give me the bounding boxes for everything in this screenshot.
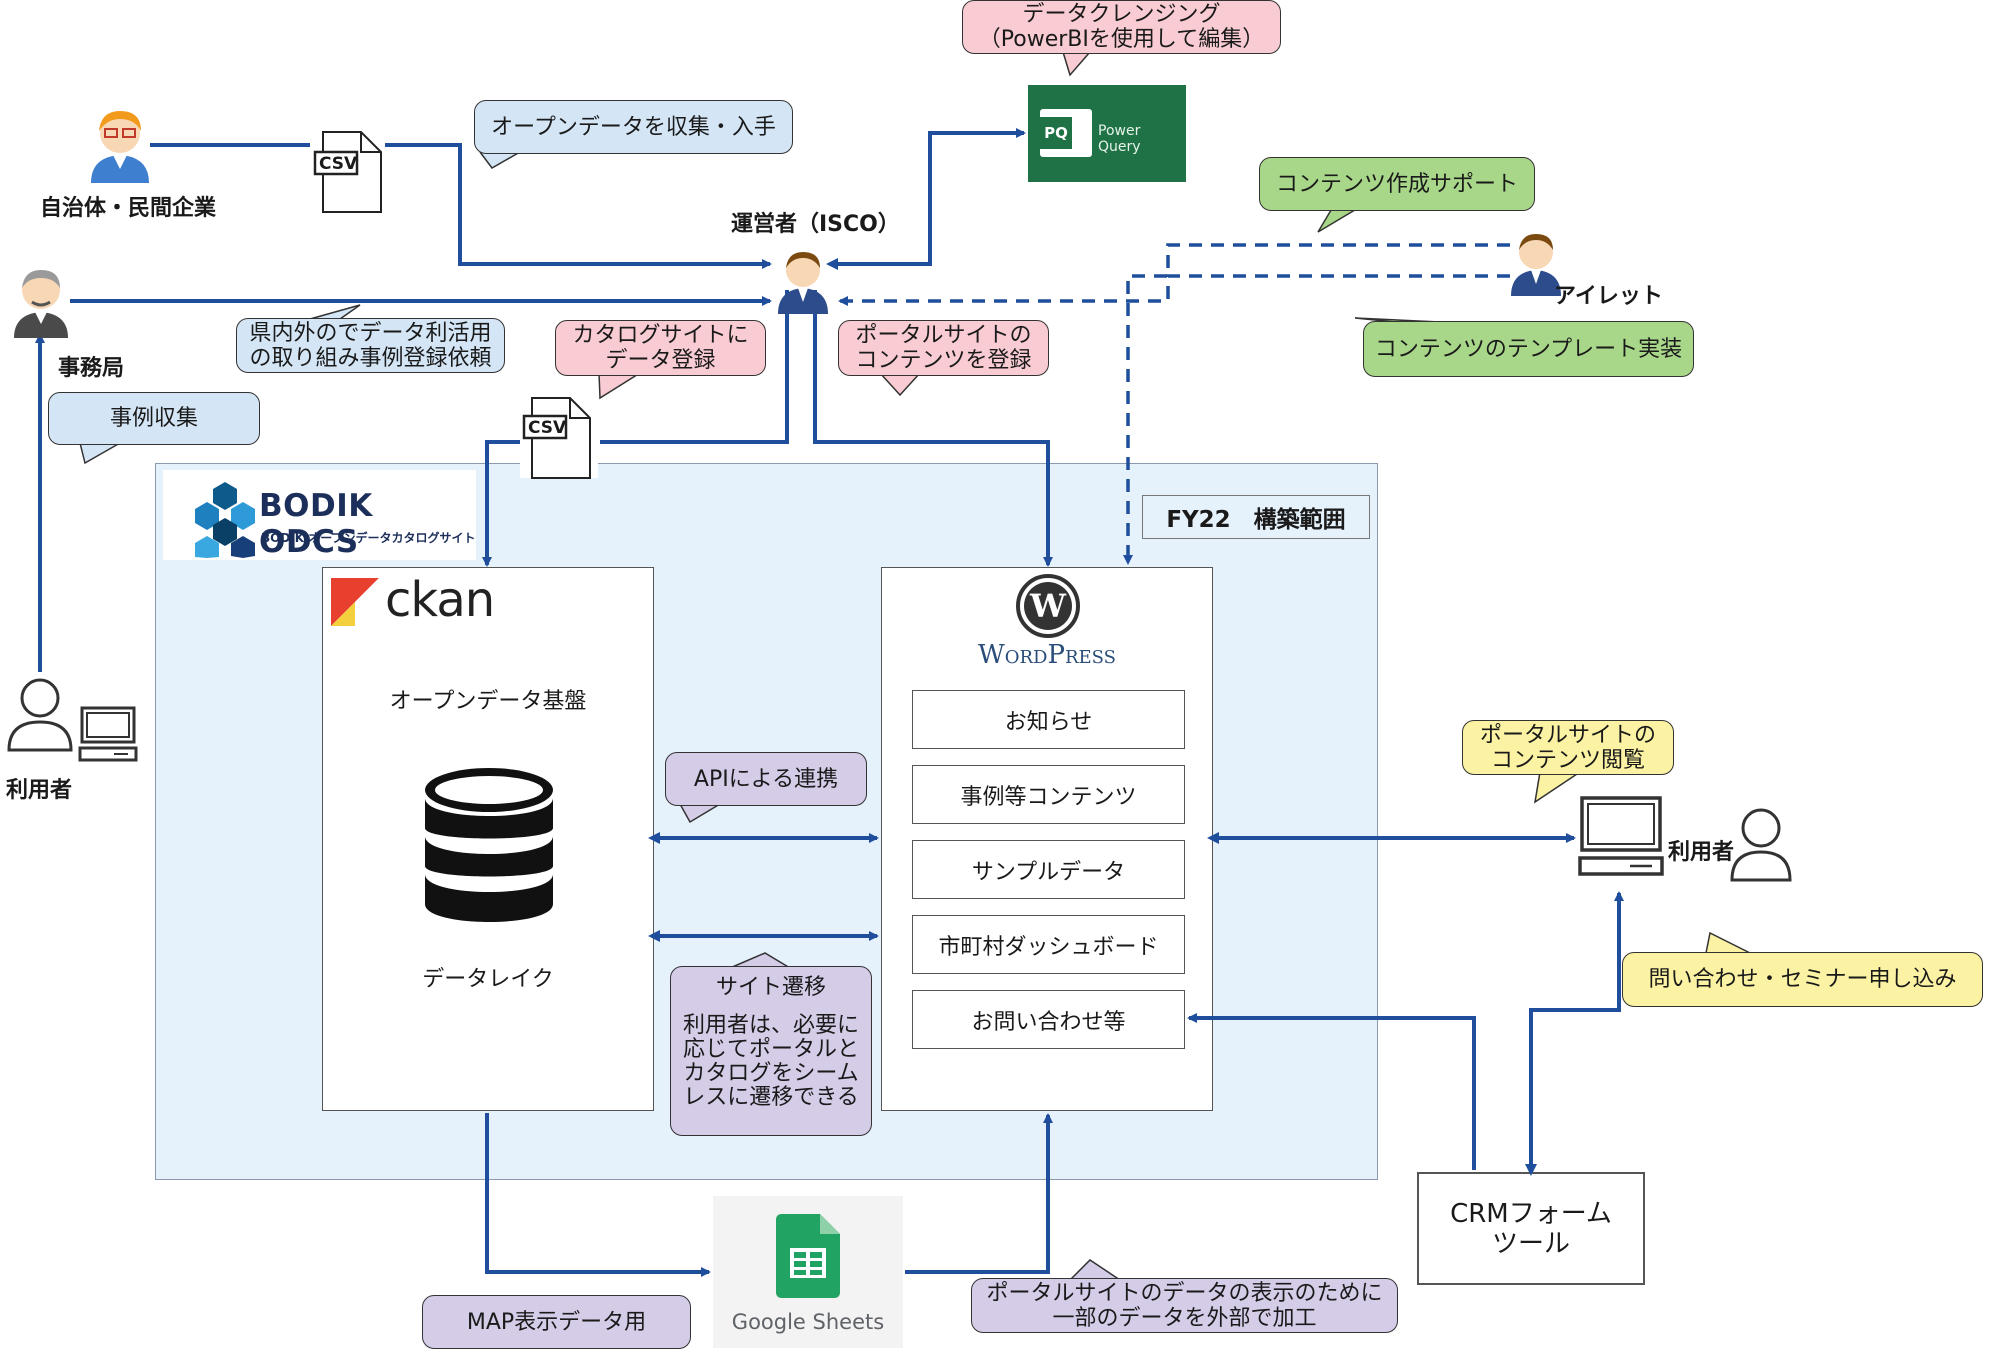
wordpress-logo-icon: W bbox=[1016, 574, 1080, 638]
bodik-logo: BODIK ODCS BODIK オープンデータカタログサイト bbox=[163, 470, 476, 560]
bodik-title: BODIK ODCS bbox=[259, 488, 373, 560]
svg-text:W: W bbox=[1029, 587, 1067, 625]
callout-content-support: コンテンツ作成サポート bbox=[1259, 157, 1535, 211]
municipality-label: 自治体・民間企業 bbox=[40, 196, 217, 221]
wp-menu-sample-data-label: サンプルデータ bbox=[971, 859, 1126, 885]
callout-catalog-register: カタログサイトに データ登録 bbox=[555, 320, 766, 376]
user-right-computer-icon bbox=[1578, 796, 1664, 876]
bodik-subtitle: BODIK オープンデータカタログサイト bbox=[261, 531, 476, 545]
callout-collect-open-data-text: オープンデータを収集・入手 bbox=[491, 114, 776, 140]
callout-case-request-text: 県内外のでデータ利活用 の取り組み事例登録依頼 bbox=[249, 320, 492, 371]
database-icon bbox=[425, 768, 553, 922]
user-left-label: 利用者 bbox=[6, 778, 73, 803]
wp-menu-sample-data[interactable]: サンプルデータ bbox=[912, 840, 1185, 899]
scope-label: FY22 構築範囲 bbox=[1142, 495, 1370, 539]
callout-inquiry: 問い合わせ・セミナー申し込み bbox=[1622, 952, 1983, 1007]
csv-file-top: CSV bbox=[313, 130, 383, 214]
callout-case-collect: 事例収集 bbox=[48, 392, 260, 445]
google-sheets-icon bbox=[776, 1214, 840, 1298]
ailet-label: アイレット bbox=[1554, 284, 1663, 309]
user-left-person-icon bbox=[7, 678, 73, 752]
operator-label: 運営者（ISCO） bbox=[731, 212, 900, 237]
callout-site-transition: サイト遷移 利用者は、必要に 応じてポータルと カタログをシーム レスに遷移でき… bbox=[670, 966, 872, 1136]
user-right-person-icon bbox=[1730, 808, 1792, 882]
callout-portal-browse-text: ポータルサイトの コンテンツ閲覧 bbox=[1479, 722, 1656, 773]
callout-map-data: MAP表示データ用 bbox=[422, 1295, 691, 1349]
callout-portal-browse: ポータルサイトの コンテンツ閲覧 bbox=[1462, 720, 1674, 775]
ailet-person-icon bbox=[1511, 234, 1561, 296]
data-lake-label: データレイク bbox=[422, 967, 554, 992]
callout-site-transition-body: 利用者は、必要に 応じてポータルと カタログをシーム レスに遷移できる bbox=[682, 1013, 859, 1110]
crm-form-tool: CRMフォーム ツール bbox=[1417, 1172, 1645, 1285]
csv-middle-label: CSV bbox=[528, 418, 567, 438]
wp-menu-municipal-dashboard-label: 市町村ダッシュボード bbox=[938, 934, 1159, 960]
power-query-badge-icon: PQ bbox=[1040, 109, 1092, 157]
ckan-logo-icon bbox=[331, 578, 379, 626]
callout-content-support-text: コンテンツ作成サポート bbox=[1275, 171, 1518, 197]
power-query-label: Power Query bbox=[1098, 123, 1141, 155]
power-query: PQ Power Query bbox=[1028, 85, 1186, 182]
callout-api-link-text: APIによる連携 bbox=[693, 766, 839, 792]
callout-template-impl-text: コンテンツのテンプレート実装 bbox=[1374, 336, 1683, 362]
callout-case-request: 県内外のでデータ利活用 の取り組み事例登録依頼 bbox=[236, 318, 505, 373]
ckan-box: ckan オープンデータ基盤 データレイク bbox=[322, 567, 654, 1111]
csv-document-icon bbox=[313, 131, 382, 213]
secretariat-person-icon bbox=[14, 270, 68, 338]
wp-menu-news-label: お知らせ bbox=[1004, 709, 1093, 735]
wp-menu-case-contents[interactable]: 事例等コンテンツ bbox=[912, 765, 1185, 824]
scope-label-text: FY22 構築範囲 bbox=[1166, 507, 1346, 533]
municipality-person-icon bbox=[91, 111, 149, 183]
callout-catalog-register-text: カタログサイトに データ登録 bbox=[572, 323, 749, 373]
user-right-label: 利用者 bbox=[1668, 840, 1735, 865]
user-left-computer-icon bbox=[78, 706, 138, 762]
bodik-hexagon-icon bbox=[195, 482, 255, 558]
csv-top-label: CSV bbox=[319, 154, 358, 174]
csv-document-icon bbox=[522, 397, 591, 479]
callout-data-cleansing-text: データクレンジング （PowerBIを使用して編集） bbox=[978, 2, 1265, 52]
callout-api-link: APIによる連携 bbox=[665, 752, 867, 806]
wp-menu-inquiry[interactable]: お問い合わせ等 bbox=[912, 990, 1185, 1049]
pq-badge: PQ bbox=[1040, 117, 1072, 149]
callout-portal-register-text: ポータルサイトの コンテンツを登録 bbox=[855, 323, 1032, 373]
wp-menu-inquiry-label: お問い合わせ等 bbox=[971, 1009, 1126, 1035]
callout-inquiry-text: 問い合わせ・セミナー申し込み bbox=[1648, 967, 1957, 992]
wp-menu-municipal-dashboard[interactable]: 市町村ダッシュボード bbox=[912, 915, 1185, 974]
secretariat-label: 事務局 bbox=[58, 356, 125, 381]
ckan-logo-text: ckan bbox=[385, 572, 495, 628]
operator-person-icon bbox=[778, 252, 828, 314]
callout-case-collect-text: 事例収集 bbox=[109, 406, 198, 431]
callout-collect-open-data: オープンデータを収集・入手 bbox=[474, 100, 793, 154]
callout-map-data-text: MAP表示データ用 bbox=[466, 1309, 647, 1335]
callout-data-cleansing: データクレンジング （PowerBIを使用して編集） bbox=[962, 0, 1281, 54]
callout-portal-register: ポータルサイトの コンテンツを登録 bbox=[838, 320, 1049, 376]
csv-file-middle: CSV bbox=[520, 396, 598, 479]
callout-template-impl: コンテンツのテンプレート実装 bbox=[1363, 321, 1694, 377]
callout-external-processing-text: ポータルサイトのデータの表示のために 一部のデータを外部で加工 bbox=[986, 1280, 1383, 1331]
callout-site-transition-title: サイト遷移 bbox=[715, 975, 826, 1000]
google-sheets-label: Google Sheets bbox=[731, 1310, 885, 1334]
open-data-platform-label: オープンデータ基盤 bbox=[389, 689, 587, 714]
crm-form-tool-label: CRMフォーム ツール bbox=[1450, 1198, 1612, 1259]
wordpress-logo-text: WordPress bbox=[978, 640, 1116, 670]
wp-menu-case-contents-label: 事例等コンテンツ bbox=[960, 784, 1137, 810]
wp-menu-news[interactable]: お知らせ bbox=[912, 690, 1185, 749]
callout-external-processing: ポータルサイトのデータの表示のために 一部のデータを外部で加工 bbox=[971, 1278, 1398, 1333]
